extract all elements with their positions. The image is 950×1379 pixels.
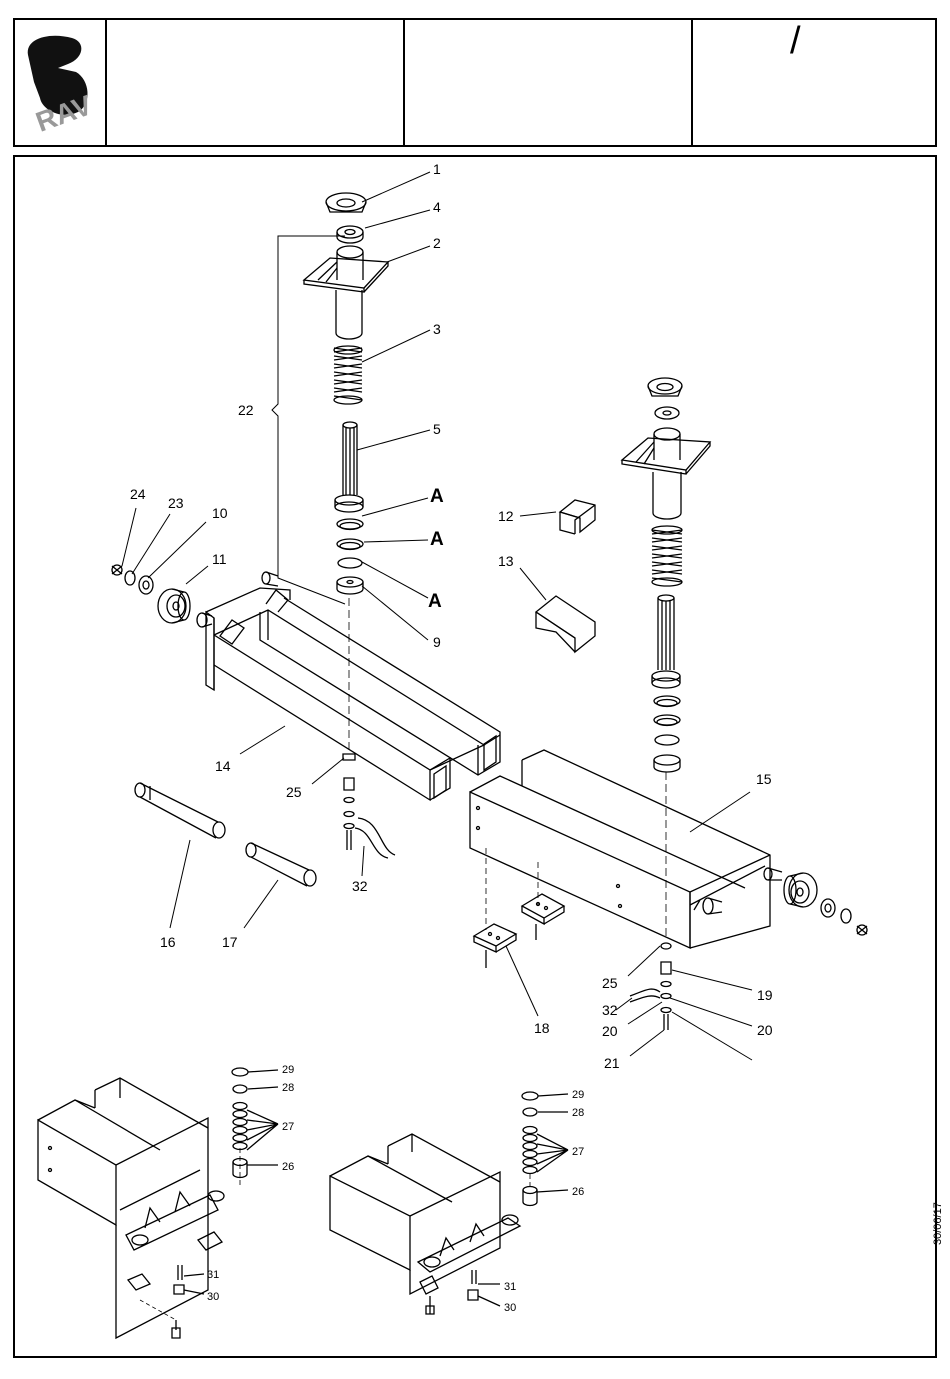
callout-5: 5 — [433, 421, 441, 437]
callout-a-3: A — [428, 591, 442, 612]
callout-4: 4 — [433, 199, 441, 215]
callout-23: 23 — [168, 495, 184, 511]
callout-3: 3 — [433, 321, 441, 337]
callout-a-2: A — [430, 529, 444, 550]
callout-15: 15 — [756, 771, 772, 787]
detail1-callout-30: 30 — [207, 1291, 219, 1303]
callout-a-1: A — [430, 486, 444, 507]
detail1-callout-29: 29 — [282, 1064, 294, 1076]
detail2-callout-27: 27 — [572, 1146, 584, 1158]
callout-16: 16 — [160, 934, 176, 950]
detail1-callout-26: 26 — [282, 1161, 294, 1173]
callout-11: 11 — [212, 551, 227, 567]
callout-24: 24 — [130, 486, 146, 502]
callout-19: 19 — [757, 987, 773, 1003]
callout-18: 18 — [534, 1020, 550, 1036]
callout-20-b: 20 — [757, 1022, 773, 1038]
callout-25-a: 25 — [286, 784, 302, 800]
detail1-callout-28: 28 — [282, 1082, 294, 1094]
detail1-callout-27: 27 — [282, 1121, 294, 1133]
callout-1: 1 — [433, 161, 441, 177]
callout-22: 22 — [238, 402, 254, 418]
callout-21: 21 — [604, 1055, 620, 1071]
callout-9: 9 — [433, 634, 441, 650]
detail2-callout-26: 26 — [572, 1186, 584, 1198]
callout-2: 2 — [433, 235, 441, 251]
detail2-callout-29: 29 — [572, 1089, 584, 1101]
callout-20-a: 20 — [602, 1023, 618, 1039]
callout-10: 10 — [212, 505, 228, 521]
callout-14: 14 — [215, 758, 231, 774]
detail2-callout-31: 31 — [504, 1281, 516, 1293]
detail2-callout-28: 28 — [572, 1107, 584, 1119]
callout-32-b: 32 — [602, 1002, 618, 1018]
callout-12: 12 — [498, 508, 514, 524]
detail1-callout-31: 31 — [207, 1269, 219, 1281]
detail2-callout-30: 30 — [504, 1302, 516, 1314]
callout-32-a: 32 — [352, 878, 368, 894]
callout-17: 17 — [222, 934, 238, 950]
callout-13: 13 — [498, 553, 514, 569]
callout-25-b: 25 — [602, 975, 618, 991]
